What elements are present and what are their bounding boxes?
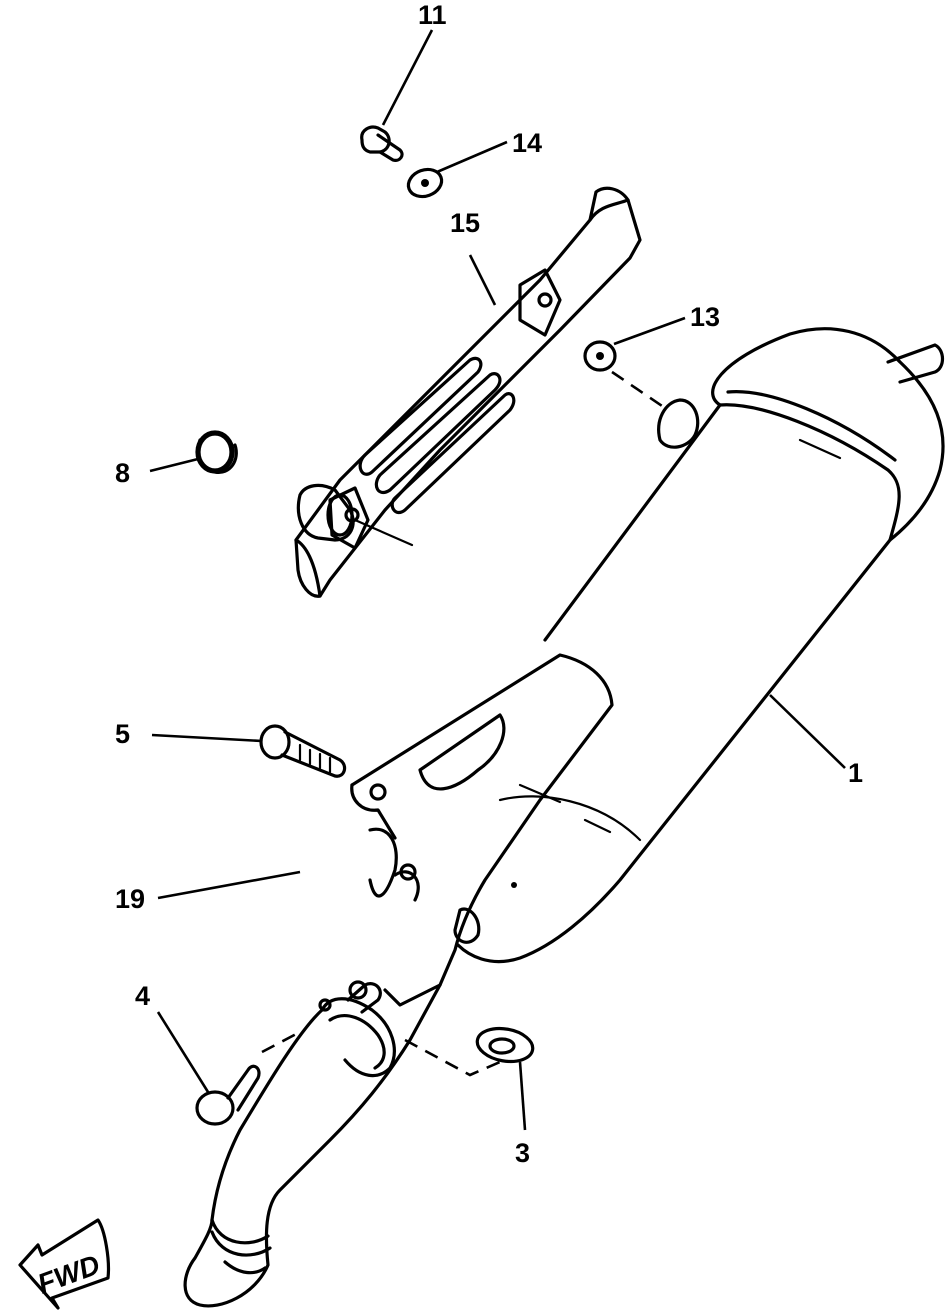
- arrow-left-icon: [18, 1218, 111, 1310]
- exhaust-pipe: [183, 980, 442, 1308]
- bolt-5: [259, 724, 347, 778]
- fwd-direction-indicator: FWD: [18, 1218, 111, 1310]
- callout-4: 4: [135, 981, 150, 1011]
- assembly-lines: [261, 370, 669, 1077]
- callout-1: 1: [848, 758, 863, 788]
- mounting-bracket: [350, 653, 614, 1007]
- callout-11: 11: [418, 0, 447, 30]
- washer-14: [406, 167, 444, 199]
- callout-5: 5: [115, 719, 130, 749]
- heat-protector: [294, 186, 642, 598]
- callout-19: 19: [115, 884, 145, 914]
- callout-14: 14: [512, 128, 542, 158]
- washer-13: [583, 340, 617, 372]
- callout-labels: 11 14 15 13 5 8 19 4 3 1: [115, 0, 863, 1168]
- muffler-body: [456, 327, 945, 964]
- bolt-11: [360, 125, 404, 162]
- bolt-8-shank: [196, 432, 238, 474]
- bolt-4: [195, 1064, 261, 1126]
- callout-15: 15: [450, 208, 480, 238]
- gasket-3: [475, 1026, 535, 1064]
- callout-3: 3: [515, 1138, 530, 1168]
- callout-8: 8: [115, 458, 130, 488]
- collar-19: [296, 483, 355, 542]
- callout-13: 13: [690, 302, 720, 332]
- leader-lines: [149, 29, 846, 1131]
